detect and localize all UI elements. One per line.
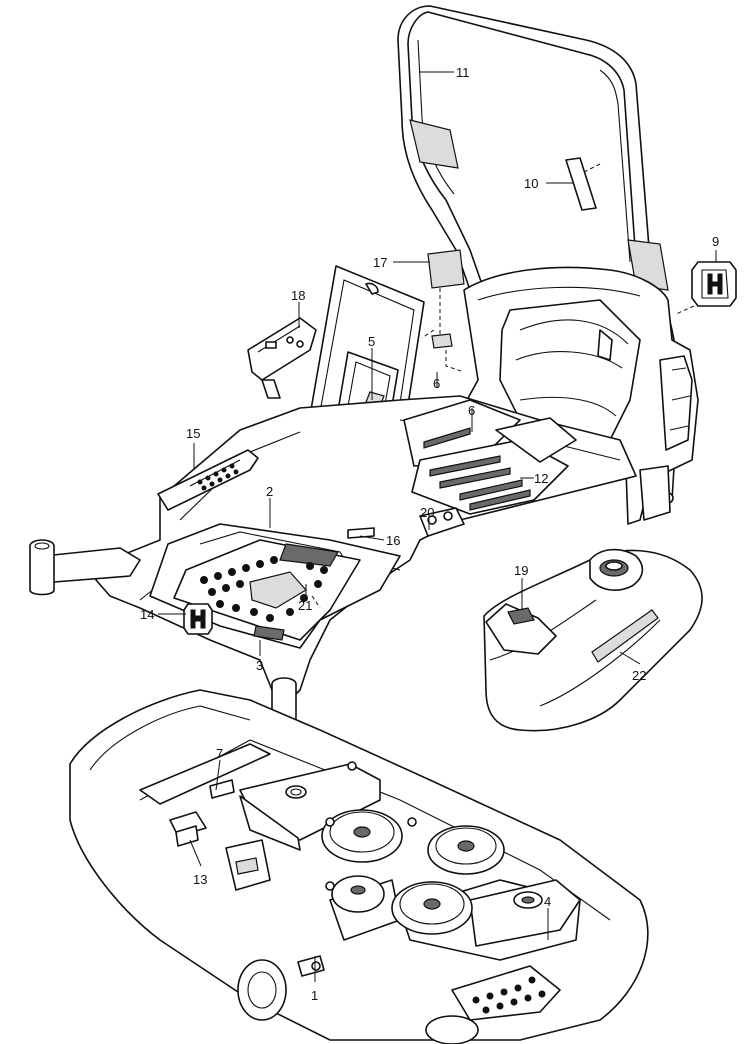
assembly-lines <box>421 163 695 373</box>
callout-5: 5 <box>368 334 375 349</box>
callout-10: 10 <box>524 176 538 191</box>
callout-9: 9 <box>712 234 719 249</box>
callout-18: 18 <box>291 288 305 303</box>
panel-15 <box>157 449 259 511</box>
callout-2: 2 <box>266 484 273 499</box>
decal-10 <box>565 157 597 211</box>
callout-19: 19 <box>514 563 528 578</box>
fender-cover <box>483 548 703 732</box>
callout-14: 14 <box>140 607 154 622</box>
decal-3 <box>253 625 285 641</box>
callout-22: 22 <box>632 668 646 683</box>
callout-3: 3 <box>256 658 263 673</box>
callout-6a: 6 <box>433 376 440 391</box>
decal-14-logo <box>183 603 213 635</box>
pulleys <box>285 761 505 971</box>
decal-13 <box>175 825 199 847</box>
decal-9-logo <box>691 261 737 307</box>
seat-bracket-18 <box>247 317 317 399</box>
callout-13: 13 <box>193 872 207 887</box>
callout-4: 4 <box>544 894 551 909</box>
callout-labels: 1 2 3 4 5 6 6 7 9 10 11 12 13 14 15 16 1… <box>140 65 719 1003</box>
mower-deck <box>69 689 649 1044</box>
callout-11: 11 <box>456 65 470 80</box>
grille-plates <box>403 399 577 515</box>
leader-lines <box>158 71 717 982</box>
callout-20: 20 <box>420 505 434 520</box>
callout-17: 17 <box>373 255 387 270</box>
callout-16: 16 <box>386 533 400 548</box>
callout-1: 1 <box>311 988 318 1003</box>
callout-7: 7 <box>216 746 223 761</box>
callout-6b: 6 <box>468 403 475 418</box>
callout-21: 21 <box>298 598 312 613</box>
part-21 <box>311 595 321 609</box>
floor-plate-holes <box>200 556 328 622</box>
decal-7 <box>209 779 235 799</box>
callout-15: 15 <box>186 426 200 441</box>
decal-17 <box>427 249 465 349</box>
callout-12: 12 <box>534 471 548 486</box>
bracket-20 <box>419 507 465 537</box>
decal-16 <box>347 527 375 539</box>
